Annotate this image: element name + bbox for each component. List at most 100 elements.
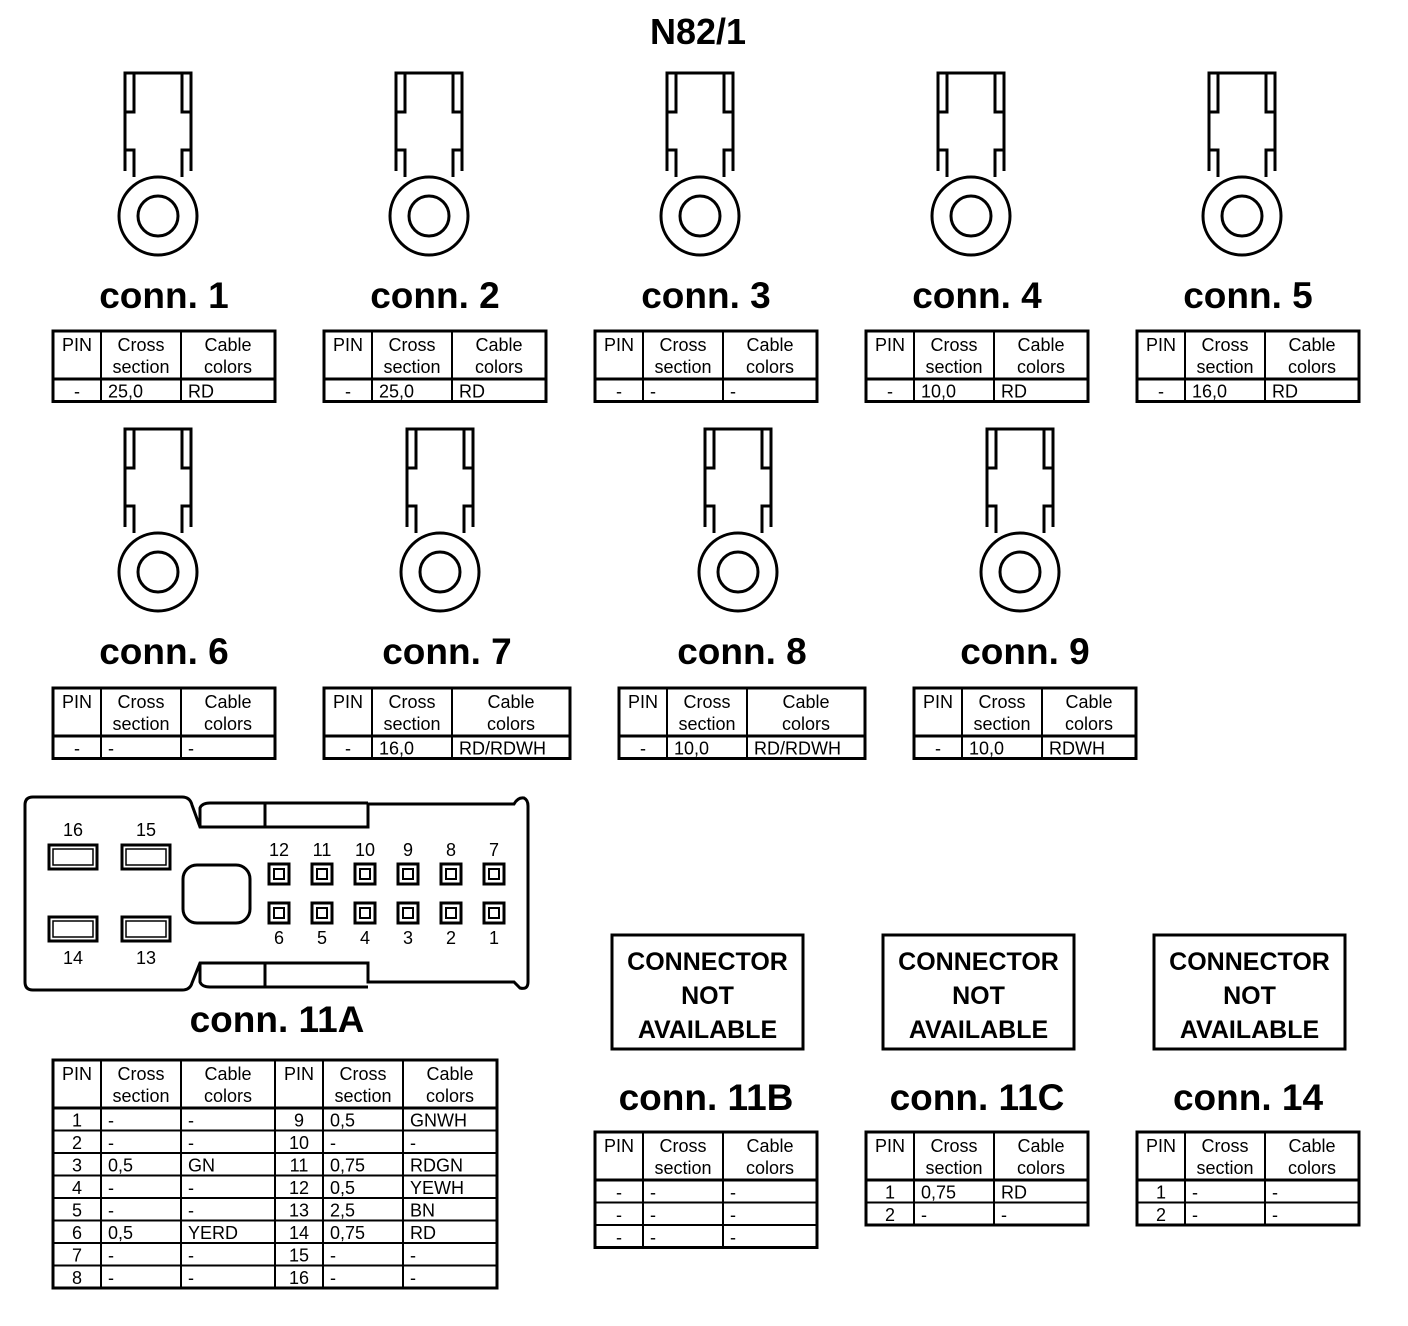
terminal-shank xyxy=(985,427,1055,527)
cell-cross-section: - xyxy=(330,1133,336,1153)
header-pin: PIN xyxy=(628,692,658,712)
cell-cross-section: 0,75 xyxy=(330,1156,365,1176)
header-cross-section: Cross xyxy=(339,1064,386,1084)
header-cable-colors: Cable xyxy=(746,335,793,355)
housing-bottom-latch xyxy=(198,963,368,989)
cell-cross-section: 25,0 xyxy=(108,382,143,402)
header-pin: PIN xyxy=(1146,1136,1176,1156)
connector-label: conn. 6 xyxy=(99,631,229,672)
cell-cable-color: - xyxy=(410,1246,416,1266)
header-cable-colors: colors xyxy=(487,714,535,734)
cell-pin: 13 xyxy=(289,1201,309,1221)
cell-cross-section: - xyxy=(330,1268,336,1288)
cell-cable-color: GNWH xyxy=(410,1111,467,1131)
housing-outline xyxy=(23,795,530,992)
header-cable-colors: Cable xyxy=(204,335,251,355)
terminal-right-notch xyxy=(462,429,473,533)
header-cross-section: section xyxy=(1196,1158,1253,1178)
terminal-shank xyxy=(405,427,475,527)
header-cross-section: Cross xyxy=(659,1136,706,1156)
terminal-ring xyxy=(1201,175,1283,257)
header-cross-section: Cross xyxy=(117,1064,164,1084)
cell-cross-section: - xyxy=(108,739,114,759)
ring-terminal-icon xyxy=(388,71,470,257)
small-pin-socket xyxy=(267,862,291,886)
terminal-ring xyxy=(399,531,481,613)
small-pin-socket xyxy=(267,901,291,925)
page-title: N82/1 xyxy=(650,11,746,52)
large-pin-socket-inner xyxy=(52,920,94,938)
large-pin-socket-inner xyxy=(52,848,94,866)
header-pin: PIN xyxy=(875,335,905,355)
small-pin-socket-inner xyxy=(488,868,500,880)
terminal-shank xyxy=(123,427,193,527)
table-frame xyxy=(322,329,548,403)
cell-cable-color: YEWH xyxy=(410,1178,464,1198)
cell-cable-color: - xyxy=(1272,1205,1278,1225)
large-pin-socket xyxy=(120,915,172,943)
not-available-box xyxy=(1152,933,1347,1051)
terminal-ring xyxy=(930,175,1012,257)
header-cross-section: section xyxy=(1196,357,1253,377)
table-frame xyxy=(1135,329,1361,403)
small-pin-socket-inner xyxy=(273,868,285,880)
table-frame xyxy=(912,686,1138,760)
cell-cable-color: YERD xyxy=(188,1223,238,1243)
not-available-box xyxy=(881,933,1076,1051)
small-pin-socket xyxy=(310,862,334,886)
cell-cross-section: - xyxy=(1192,1205,1198,1225)
cell-pin: 7 xyxy=(72,1246,82,1266)
small-pin-socket xyxy=(482,862,506,886)
large-pin-socket xyxy=(120,843,172,871)
connector-label: conn. 3 xyxy=(641,275,771,316)
cell-cross-section: - xyxy=(921,1205,927,1225)
small-pin-socket-inner xyxy=(402,868,414,880)
header-cross-section: section xyxy=(925,1158,982,1178)
small-pin-socket-inner xyxy=(488,907,500,919)
cell-cross-section: - xyxy=(108,1201,114,1221)
cell-cross-section: - xyxy=(650,382,656,402)
cell-pin: 2 xyxy=(1156,1205,1166,1225)
ring-terminal-icon xyxy=(117,71,199,257)
small-pin-socket xyxy=(439,862,463,886)
pin-number-label: 2 xyxy=(446,928,456,948)
table-frame xyxy=(51,686,277,760)
header-pin: PIN xyxy=(333,335,363,355)
cell-cable-color: - xyxy=(410,1133,416,1153)
ring-terminal-icon xyxy=(659,71,741,257)
cell-cross-section: 0,5 xyxy=(108,1156,133,1176)
small-pin-socket xyxy=(353,901,377,925)
terminal-hole xyxy=(678,194,722,238)
cell-pin: - xyxy=(616,1183,622,1203)
cell-cross-section: - xyxy=(108,1133,114,1153)
cell-pin: 1 xyxy=(885,1183,895,1203)
cell-pin: 6 xyxy=(72,1223,82,1243)
cell-pin: - xyxy=(74,739,80,759)
cell-pin: 9 xyxy=(294,1111,304,1131)
cell-pin: - xyxy=(616,1228,622,1248)
terminal-left-notch xyxy=(987,429,998,533)
ring-terminal-icon xyxy=(399,427,481,613)
header-cable-colors: Cable xyxy=(204,1064,251,1084)
large-pin-socket-inner xyxy=(125,920,167,938)
header-cable-colors: Cable xyxy=(204,692,251,712)
header-cable-colors: Cable xyxy=(746,1136,793,1156)
ring-terminal-icon xyxy=(930,71,1012,257)
cell-cross-section: - xyxy=(330,1246,336,1266)
header-cable-colors: Cable xyxy=(487,692,534,712)
header-cable-colors: Cable xyxy=(1288,1136,1335,1156)
small-pin-socket xyxy=(439,901,463,925)
